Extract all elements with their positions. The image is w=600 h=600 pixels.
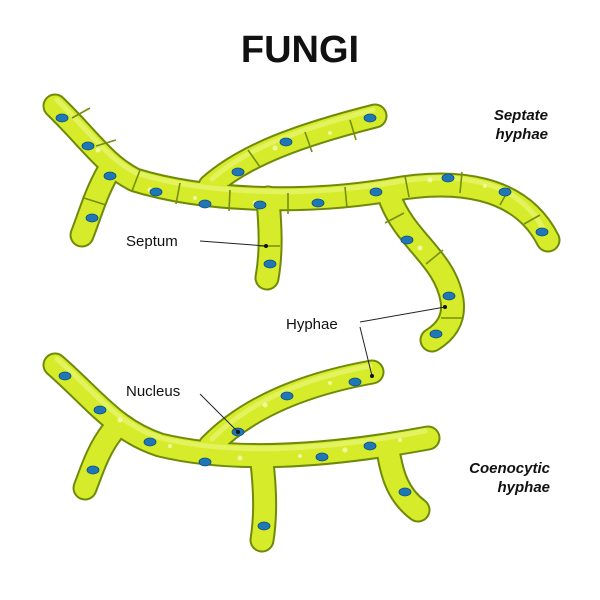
nucleus <box>429 329 443 339</box>
septum-wall <box>71 107 91 119</box>
coenocytic-hypha-fills <box>44 354 439 551</box>
nucleus <box>398 487 412 497</box>
nucleus <box>263 259 277 269</box>
coenocytic-label-line2: hyphae <box>497 479 550 496</box>
hyphae-leader-line-coenocytic <box>359 326 373 377</box>
coenocytic-vacuoles <box>117 381 402 461</box>
septum-wall <box>523 214 541 225</box>
septum-wall <box>459 171 463 194</box>
coenocytic-hyphae-illustration <box>42 352 441 553</box>
nucleus <box>442 291 456 301</box>
septum-wall <box>247 149 261 168</box>
nucleus <box>81 141 95 151</box>
nucleus <box>280 391 294 401</box>
hyphae-leader-line-septate <box>359 306 446 323</box>
nucleus <box>363 441 377 451</box>
septate-nuclei <box>55 113 549 339</box>
septum-wall <box>384 212 405 224</box>
septum-wall <box>228 189 231 212</box>
nucleus-leader-line <box>199 393 239 433</box>
septum-wall <box>425 249 444 265</box>
nucleus <box>363 113 377 123</box>
hyphae-pointer-dot-septate <box>443 305 447 309</box>
septum-wall <box>349 119 357 141</box>
nucleus <box>311 198 325 208</box>
nucleus <box>441 173 455 183</box>
septate-hypha-fills <box>44 95 559 351</box>
coenocytic-nuclei <box>58 371 412 531</box>
nucleus <box>149 187 163 197</box>
septum-callout: Septum <box>126 233 268 250</box>
nucleus-callout: Nucleus <box>126 383 240 434</box>
septa <box>71 107 541 319</box>
septate-label-line2: hyphae <box>495 126 548 143</box>
nucleus <box>86 465 100 475</box>
coenocytic-hyphae-label: Coenocytic hyphae <box>469 460 551 496</box>
hyphae-pointer-dot-coenocytic <box>370 374 374 378</box>
septum-wall <box>131 169 141 192</box>
septum-wall <box>83 197 107 206</box>
nucleus <box>253 200 267 210</box>
hyphae-callout: Hyphae <box>286 305 447 378</box>
septum-callout-label: Septum <box>126 233 178 250</box>
nucleus <box>400 235 414 245</box>
coenocytic-hypha-highlights <box>54 356 428 452</box>
nucleus <box>315 452 329 462</box>
nucleus <box>369 187 383 197</box>
septum-wall <box>95 139 117 147</box>
septate-hyphae-illustration <box>42 93 561 353</box>
nucleus <box>93 405 107 415</box>
nucleus <box>103 171 117 181</box>
nucleus <box>55 113 69 123</box>
septum-wall <box>404 175 410 198</box>
septum-pointer-dot <box>264 244 268 248</box>
septate-label-line1: Septate <box>494 107 548 124</box>
nucleus <box>257 521 271 531</box>
coenocytic-label-line1: Coenocytic <box>469 460 551 477</box>
septum-leader-line <box>199 240 267 247</box>
septum-wall <box>304 131 313 153</box>
septate-hypha-highlights <box>54 97 548 235</box>
nucleus <box>198 199 212 209</box>
septum-wall <box>175 182 181 205</box>
diagram-title: FUNGI <box>241 29 359 71</box>
nucleus <box>535 227 549 237</box>
hyphae-callout-label: Hyphae <box>286 316 338 333</box>
septate-vacuoles <box>95 131 487 251</box>
nucleus <box>498 187 512 197</box>
nucleus <box>143 437 157 447</box>
nucleus <box>348 377 362 387</box>
septate-hyphae-label: Septate hyphae <box>494 107 548 143</box>
nucleus <box>198 457 212 467</box>
nucleus-pointer-dot <box>236 430 240 434</box>
nucleus <box>85 213 99 223</box>
nucleus <box>231 167 245 177</box>
nucleus <box>58 371 72 381</box>
nucleus <box>279 137 293 147</box>
nucleus-callout-label: Nucleus <box>126 383 180 400</box>
septum-wall <box>344 186 348 209</box>
